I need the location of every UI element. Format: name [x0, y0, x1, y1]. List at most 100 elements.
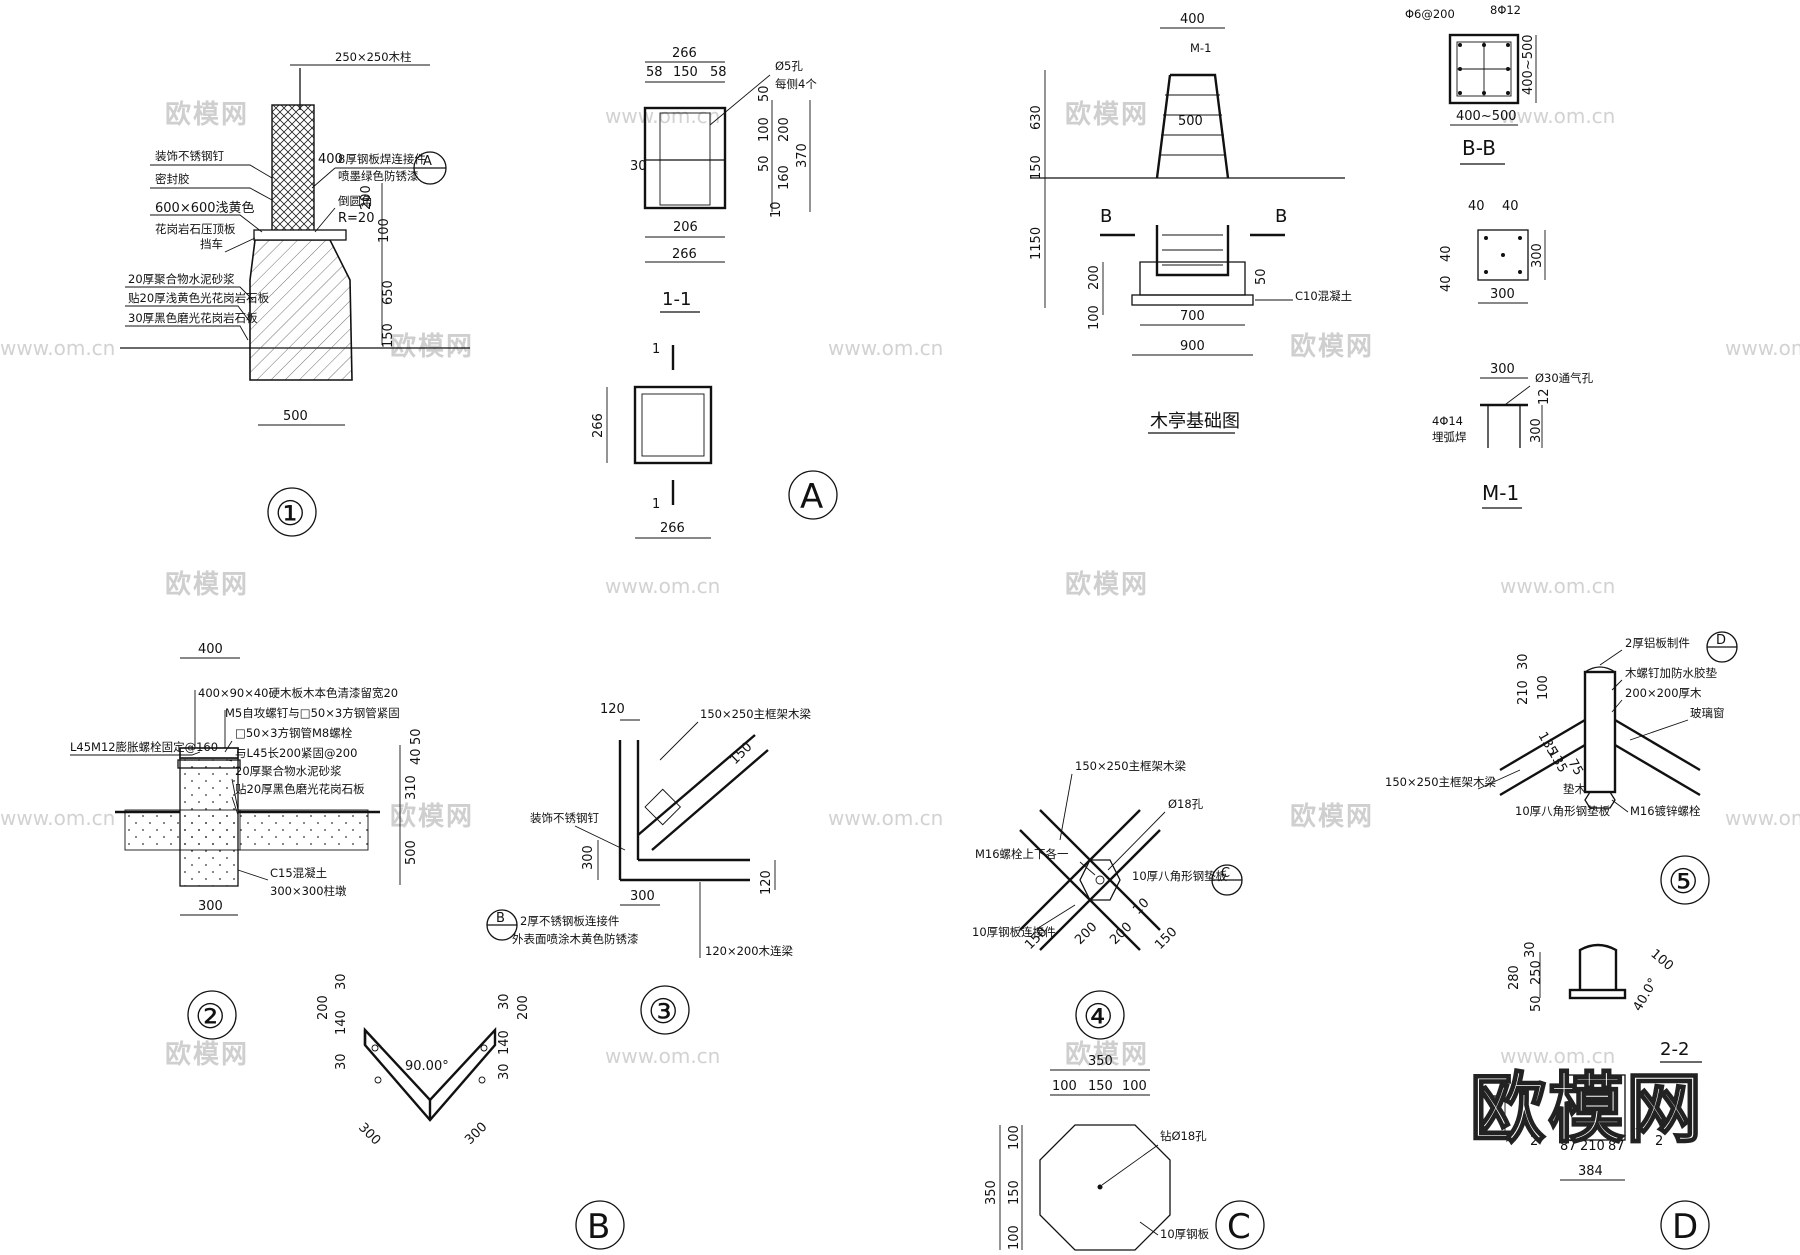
dim-300: 300: [198, 899, 223, 914]
m1-title: M-1: [1482, 481, 1519, 505]
section-b-b-title: B-B: [1462, 136, 1496, 160]
plate-note: 10厚钢板: [1160, 1227, 1210, 1241]
stirrup-note: Φ6@200: [1405, 7, 1455, 21]
note-plate: 10厚八角形钢垫板: [1515, 804, 1611, 818]
plate-note: 10厚八角形钢垫板: [1132, 869, 1228, 883]
dim-350-top: 350: [1088, 1054, 1113, 1069]
watermark-text: 欧模网: [1290, 331, 1374, 362]
hole-note: Ø18孔: [1168, 797, 1204, 811]
angle-label: 90.00°: [405, 1059, 449, 1074]
note-paint: 外表面喷涂木黄色防锈漆: [512, 932, 639, 946]
watermark-url: www.om.cn: [605, 574, 720, 598]
cut-b-left: B: [1100, 206, 1112, 227]
vent-note: Ø30通气孔: [1535, 371, 1594, 385]
detail-1-column-base: 250×250木柱 400 200 100 650 150 500 装饰不锈钢钉…: [120, 50, 470, 537]
dim-400: 400: [318, 152, 343, 167]
dim-150: 150: [673, 65, 698, 80]
dim-40-d: 40: [1439, 275, 1454, 292]
column-size-label: 250×250木柱: [335, 50, 412, 64]
detail-3-beam-joint: 120 150×250主框架木梁 150 装饰不锈钢钉 300 300 120 …: [486, 702, 812, 1035]
dim-150-a: 150: [1088, 1079, 1113, 1094]
dim-200-b: 200: [1107, 920, 1135, 948]
dim-266-bottom: 266: [660, 521, 685, 536]
detail-b-tag: B: [587, 1207, 610, 1247]
dim-300: 300: [1490, 362, 1515, 377]
detail-2-bench: 400 400×90×40硬木板木本色清漆留宽20 M5自攻螺钉与□50×3方钢…: [70, 642, 424, 1040]
dim-side: 400~500: [1521, 34, 1536, 95]
detail-tag-circle: [1660, 1200, 1710, 1250]
watermark-text: 欧模网: [1065, 99, 1149, 130]
detail-a-tag: A: [800, 477, 823, 517]
embed-m1: 300 Ø30通气孔 4Φ14 埋弧焊 12 300 M-1: [1432, 362, 1594, 509]
embed-plate-plan: 40 40 40 40 300 300: [1439, 199, 1546, 304]
dim-500: 500: [1178, 114, 1203, 129]
note-tube: □50×3方钢管M8螺栓: [235, 726, 353, 740]
dim-150: 150: [1029, 155, 1044, 180]
detail-5-roof-joint: 2厚铝板制件 D 木螺钉加防水胶垫 200×200厚木 玻璃窗 150×250主…: [1385, 631, 1738, 905]
dim-100: 100: [1087, 305, 1102, 330]
dim-100-b: 100: [1122, 1079, 1147, 1094]
note-mortar: 20厚聚合物水泥砂浆: [128, 272, 235, 286]
weld-note: 埋弧焊: [1432, 430, 1467, 444]
note-mortar: 20厚聚合物水泥砂浆: [235, 764, 342, 778]
foundation-title: 木亭基础图: [1150, 411, 1240, 432]
detail-tag-circle: [640, 985, 690, 1035]
watermark-url: www.om.cn: [0, 336, 115, 360]
detail-3-tag: ③: [648, 992, 678, 1032]
angle-label: 40.0°: [1630, 976, 1661, 1014]
dim-650: 650: [381, 280, 396, 305]
dim-266-bottom: 266: [672, 247, 697, 262]
detail-tag-circle: [575, 1200, 625, 1250]
watermark-text: 欧模网: [165, 1039, 249, 1070]
dim-160: 160: [777, 165, 792, 190]
dim-140-left: 140: [334, 1010, 349, 1035]
watermark-url: www.om.cn: [828, 336, 943, 360]
dim-87-b: 87: [1608, 1139, 1625, 1154]
note-block: 挡车: [200, 237, 223, 251]
hole-note: 钻Ø18孔: [1160, 1129, 1207, 1143]
watermark-text: 欧模网: [165, 569, 249, 600]
note-coping-size: 600×600浅黄色: [155, 200, 255, 216]
dim-120-top: 120: [600, 702, 625, 717]
dim-206: 206: [673, 220, 698, 235]
dim-900: 900: [1180, 339, 1205, 354]
cut-2-left: 2: [1530, 1134, 1538, 1149]
dim-200-left: 200: [316, 995, 331, 1020]
dim-300-height: 300: [1529, 418, 1544, 443]
watermark-url: www.om.cn: [0, 806, 115, 830]
dim-30-right-b: 30: [497, 1063, 512, 1080]
detail-tag-circle: [788, 470, 838, 520]
note-nail: 装饰不锈钢钉: [530, 811, 599, 825]
section-b-b: Φ6@200 8Φ12 400~500 400~500 B-B: [1405, 3, 1537, 165]
detail-5-tag: ⑤: [1668, 862, 1698, 902]
detail-tag-circle: [267, 487, 317, 537]
note-pier: 300×300柱墩: [270, 884, 347, 898]
dim-135-b: 135: [1545, 747, 1570, 776]
dim-87-a: 87: [1560, 1139, 1577, 1154]
dim-200: 200: [1087, 265, 1102, 290]
watermark-text: 欧模网: [390, 801, 474, 832]
detail-4-cross-beams: 150×250主框架木梁 Ø18孔 M16螺栓上下各一 10厚八角形钢垫板 C …: [972, 759, 1243, 1040]
detail-b-angle: 90.00° 200 140 30 30 200 140 30 30 300 3…: [316, 973, 625, 1250]
dim-140-right: 140: [497, 1030, 512, 1055]
right-leaders: 8厚钢板焊连接件 喷墨绿色防锈漆 倒圆角 R=20 A: [311, 151, 447, 233]
detail-a-plan: 1 1 266 266 A: [591, 342, 838, 539]
dim-300-left: 300: [355, 1120, 383, 1148]
dim-400: 400: [198, 642, 223, 657]
dim-30: 30: [1516, 653, 1531, 670]
note-granite: 贴20厚黑色磨光花岗石板: [235, 782, 365, 796]
dim-384-side: 384: [1489, 1093, 1504, 1118]
callout-c: C: [1221, 866, 1230, 881]
dim-200-a: 200: [1072, 920, 1100, 948]
note-granite-1: 贴20厚浅黄色光花岗岩石板: [128, 291, 270, 305]
section-1-1-title: 1-1: [662, 289, 691, 310]
dim-210: 210: [1580, 1139, 1605, 1154]
dim-30-left-b: 30: [334, 1053, 349, 1070]
dim-210: 210: [1516, 680, 1531, 705]
dim-40-a: 40: [1468, 199, 1485, 214]
dim-1150: 1150: [1029, 227, 1044, 260]
note-fillet: 倒圆角: [338, 194, 373, 208]
dim-50-b: 50: [757, 155, 772, 172]
dim-10: 10: [769, 201, 784, 218]
dim-300-bottom: 300: [1490, 287, 1515, 302]
